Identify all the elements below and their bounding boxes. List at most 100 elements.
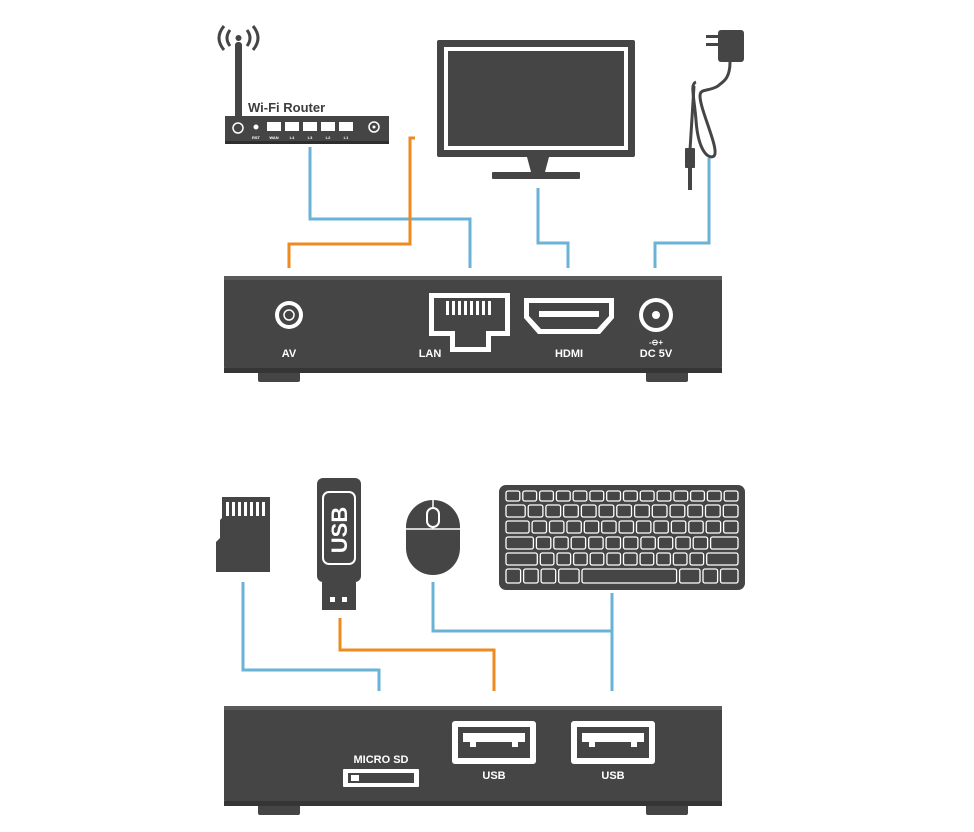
- keyboard-key: [687, 504, 704, 518]
- keyboard-key: [583, 520, 600, 534]
- keyboard-key: [651, 504, 668, 518]
- keyboard-key: [633, 504, 650, 518]
- router-port-l2: L2: [326, 135, 331, 140]
- keyboard-key: [522, 490, 538, 502]
- keyboard-key: [639, 552, 655, 566]
- keyboard-key: [580, 504, 597, 518]
- cable-mouse: [431, 582, 612, 633]
- router-port-l1: L1: [344, 135, 349, 140]
- keyboard-key: [556, 552, 572, 566]
- keyboard-key: [589, 552, 605, 566]
- keyboard-key: [505, 536, 535, 550]
- keyboard-key: [723, 490, 739, 502]
- port-label-av: AV: [282, 348, 297, 360]
- router-port-rst: RST: [252, 135, 261, 140]
- port-label-dc: DC 5V: [640, 348, 673, 360]
- keyboard-key: [616, 504, 633, 518]
- mouse-icon: [406, 500, 460, 575]
- keyboard-key: [639, 490, 655, 502]
- router-port-l4: L4: [290, 135, 295, 140]
- keyboard-key: [562, 504, 579, 518]
- keyboard-key: [572, 552, 588, 566]
- keyboard-key: [548, 520, 565, 534]
- keyboard-key: [622, 536, 639, 550]
- keyboard-key: [539, 552, 555, 566]
- keyboard-key: [606, 552, 622, 566]
- keyboard-key: [669, 504, 686, 518]
- keyboard-key: [635, 520, 652, 534]
- keyboard-key: [640, 536, 656, 550]
- keyboard-key: [656, 490, 672, 502]
- cables-bottom: [241, 582, 614, 691]
- keyboard-keys: [505, 490, 739, 584]
- keyboard-key: [618, 520, 635, 534]
- cable-usb-stick: [338, 618, 496, 691]
- keyboard-key: [706, 552, 739, 566]
- keyboard-key: [670, 520, 687, 534]
- keyboard-key: [622, 490, 638, 502]
- cables-top: [287, 136, 711, 268]
- port-label-hdmi: HDMI: [555, 348, 583, 360]
- port-label-microsd: MICRO SD: [354, 754, 409, 766]
- keyboard-key: [555, 490, 571, 502]
- cable-monitor-hdmi: [536, 188, 570, 268]
- power-adapter-icon: [685, 30, 744, 190]
- keyboard-key: [692, 536, 709, 550]
- keyboard-key: [545, 504, 562, 518]
- keyboard-key: [570, 536, 587, 550]
- usb-port-icon[interactable]: [571, 721, 655, 764]
- keyboard-key: [558, 568, 580, 584]
- keyboard-key: [505, 552, 538, 566]
- keyboard-key: [722, 504, 739, 518]
- monitor-icon: [437, 40, 635, 179]
- router-port-l3: L3: [308, 135, 313, 140]
- keyboard-key: [522, 568, 539, 584]
- cable-power-dc: [653, 158, 711, 268]
- rear-panel: AV LAN HDMI: [224, 276, 722, 382]
- keyboard-key: [705, 520, 722, 534]
- keyboard-key: [689, 552, 705, 566]
- micro-sd-slot-icon[interactable]: [343, 769, 419, 787]
- keyboard-key: [709, 536, 739, 550]
- router-ports: [267, 122, 353, 131]
- keyboard-key: [704, 504, 721, 518]
- dc-jack-icon[interactable]: [639, 298, 673, 332]
- cable-sd: [241, 582, 381, 691]
- wifi-router-icon: RST WAN L4 L3 L2 L1: [217, 25, 389, 144]
- keyboard-key: [622, 552, 638, 566]
- hdmi-port-icon[interactable]: [524, 298, 614, 334]
- keyboard-key: [606, 490, 622, 502]
- keyboard-key: [505, 504, 526, 518]
- keyboard-key: [722, 520, 739, 534]
- port-label-usb-1: USB: [482, 770, 505, 782]
- keyboard-key: [689, 490, 706, 502]
- router-title: Wi-Fi Router: [248, 100, 325, 115]
- keyboard-key: [566, 520, 582, 534]
- keyboard-key: [706, 490, 722, 502]
- usb-stick-icon: [317, 478, 361, 610]
- keyboard-key: [657, 536, 674, 550]
- front-panel: MICRO SD USB USB: [224, 706, 722, 815]
- keyboard-key: [605, 536, 622, 550]
- router-port-wan: WAN: [269, 135, 278, 140]
- keyboard-key: [538, 490, 555, 502]
- ethernet-port-icon[interactable]: [429, 293, 510, 352]
- sd-card-icon: [216, 497, 270, 572]
- keyboard-key: [589, 490, 605, 502]
- keyboard-key: [553, 536, 569, 550]
- keyboard-key: [673, 490, 689, 502]
- keyboard-key: [702, 568, 719, 584]
- keyboard-key: [531, 520, 548, 534]
- keyboard-icon: [499, 485, 745, 590]
- keyboard-key: [688, 520, 704, 534]
- usb-port-icon[interactable]: [452, 721, 536, 764]
- keyboard-key: [581, 568, 678, 584]
- keyboard-key: [535, 536, 552, 550]
- port-label-lan: LAN: [419, 348, 442, 360]
- av-jack-icon[interactable]: [275, 301, 303, 329]
- cable-av-orange: [287, 136, 415, 268]
- keyboard-key: [678, 568, 701, 584]
- keyboard-key: [719, 568, 739, 584]
- keyboard-key: [656, 552, 672, 566]
